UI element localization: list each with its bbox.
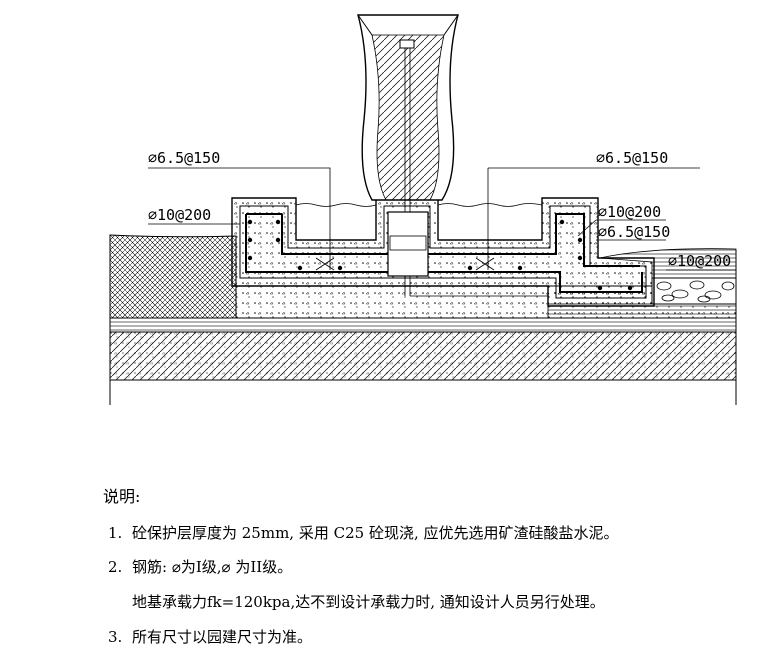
rebar-label-right-upper: ⌀10@200 [598,203,661,221]
concrete-basin [231,197,655,307]
note-item-1: 1.砼保护层厚度为 25mm, 采用 C25 砼现浇, 应优先选用矿渣硅酸盐水泥… [108,524,619,542]
notes-heading: 说明: [103,487,141,506]
rebar-label-right-lower: ⌀10@200 [668,252,731,270]
vase-sculpture [357,14,459,201]
ground-hatch [109,331,737,381]
rebar-label-right-top: ⌀6.5@150 [596,149,668,167]
cross-marks [315,257,495,271]
rebar-label-left-top: ⌀6.5@150 [148,149,220,167]
rebar-label-left-side: ⌀10@200 [148,206,211,224]
note-item-3: 3.所有尺寸以园建尺寸为准。 [108,628,313,646]
rebar-label-right-middle: ⌀6.5@150 [598,223,670,241]
left-paving [109,234,237,319]
note-item-2-sub: 地基承载力fk=120kpa,达不到设计承载力时, 通知设计人员另行处理。 [132,593,605,611]
pedestal [387,211,429,277]
note-item-2: 2.钢筋: ⌀为I级,⌀ 为II级。 [108,558,293,576]
fountain-section-drawing: ⌀6.5@150 ⌀6.5@150 ⌀10@200 ⌀10@200 ⌀6.5@1… [109,14,737,405]
leader-lines [148,167,736,271]
